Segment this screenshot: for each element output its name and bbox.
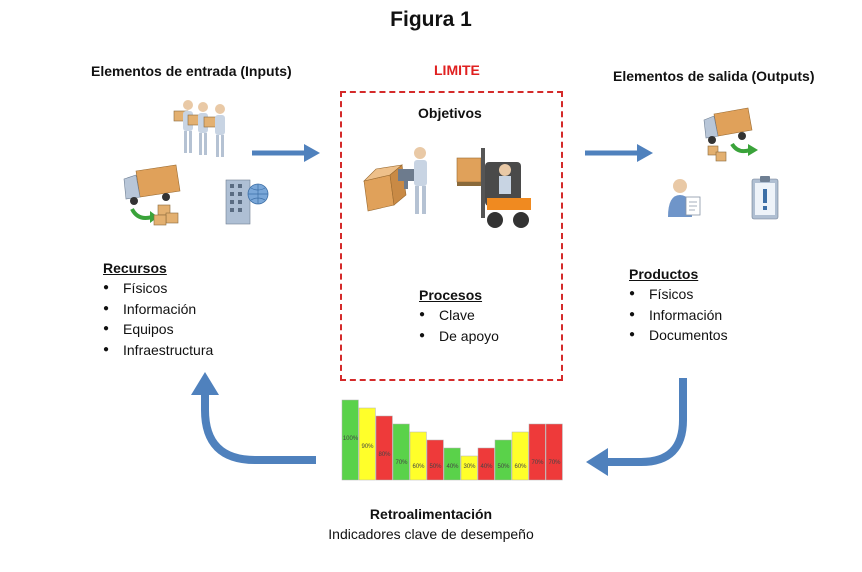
feedback-subtitle: Indicadores clave de desempeño bbox=[328, 526, 534, 542]
resources-heading: Recursos bbox=[103, 260, 167, 276]
arrow-head-icon bbox=[586, 448, 608, 476]
kpi-bar bbox=[528, 423, 546, 481]
list-item: Infraestructura bbox=[103, 340, 213, 361]
kpi-bar bbox=[545, 423, 563, 481]
processes-heading: Procesos bbox=[419, 287, 483, 303]
kpi-bar bbox=[426, 439, 444, 481]
kpi-bar-chart: 100%90% 80% 70% 60% 50% 40% 30% 40% 50% 60% 70% 70% bbox=[341, 399, 563, 481]
feedback-title: Retroalimentación bbox=[369, 506, 493, 522]
list-item: Información bbox=[629, 305, 728, 326]
processes-list: Clave De apoyo bbox=[419, 305, 499, 346]
feedback-arrow-left bbox=[201, 392, 316, 464]
person-box-computer-icon bbox=[363, 147, 427, 214]
kpi-bar-label: 100% bbox=[343, 436, 359, 442]
kpi-bar bbox=[341, 399, 359, 481]
kpi-bar-label: 40% bbox=[446, 464, 459, 470]
arrow-right-icon bbox=[585, 144, 653, 162]
kpi-bar-label: 60% bbox=[514, 464, 527, 470]
list-item: De apoyo bbox=[419, 326, 499, 347]
forklift-icon bbox=[456, 148, 531, 228]
workers-icon bbox=[173, 100, 225, 157]
resources-list: Físicos Información Equipos Infraestruct… bbox=[103, 278, 213, 360]
kpi-bar-label: 60% bbox=[412, 464, 425, 470]
list-item: Información bbox=[103, 299, 213, 320]
feedback-arrow-right bbox=[606, 378, 687, 466]
kpi-bar-label: 70% bbox=[395, 460, 408, 466]
objectives-label: Objetivos bbox=[418, 105, 482, 121]
list-item: Físicos bbox=[629, 284, 728, 305]
kpi-bar bbox=[392, 423, 410, 481]
kpi-bar-label: 50% bbox=[429, 464, 442, 470]
building-globe-icon bbox=[225, 179, 269, 225]
kpi-bar bbox=[477, 447, 495, 481]
list-item: Físicos bbox=[103, 278, 213, 299]
arrow-right-icon bbox=[252, 144, 320, 162]
kpi-bar bbox=[511, 431, 529, 481]
kpi-bar-label: 70% bbox=[531, 460, 544, 466]
list-item: Documentos bbox=[629, 325, 728, 346]
inputs-title: Elementos de entrada (Inputs) bbox=[91, 63, 292, 79]
kpi-bar-label: 70% bbox=[548, 460, 561, 466]
truck-icon bbox=[703, 107, 758, 162]
list-item: Clave bbox=[419, 305, 499, 326]
list-item: Equipos bbox=[103, 319, 213, 340]
kpi-bar bbox=[494, 439, 512, 481]
kpi-bar bbox=[460, 455, 478, 481]
kpi-bar bbox=[375, 415, 393, 481]
person-document-icon bbox=[668, 179, 701, 217]
clipboard-alert-icon bbox=[751, 176, 779, 220]
limit-box bbox=[340, 91, 563, 381]
kpi-bar-label: 90% bbox=[361, 444, 374, 450]
outputs-title: Elementos de salida (Outputs) bbox=[613, 68, 815, 84]
kpi-bar bbox=[358, 407, 376, 481]
kpi-bar-label: 50% bbox=[497, 464, 510, 470]
arrow-head-icon bbox=[191, 372, 219, 395]
kpi-bar bbox=[443, 447, 461, 481]
delivery-truck-icon bbox=[123, 164, 181, 226]
kpi-bar-label: 40% bbox=[480, 464, 493, 470]
products-heading: Productos bbox=[629, 266, 699, 282]
kpi-bar bbox=[409, 431, 427, 481]
kpi-bar-label: 30% bbox=[463, 464, 476, 470]
products-list: Físicos Información Documentos bbox=[629, 284, 728, 346]
limit-label: LIMITE bbox=[434, 62, 480, 78]
kpi-bar-label: 80% bbox=[378, 452, 391, 458]
figure-title: Figura 1 bbox=[390, 8, 472, 31]
